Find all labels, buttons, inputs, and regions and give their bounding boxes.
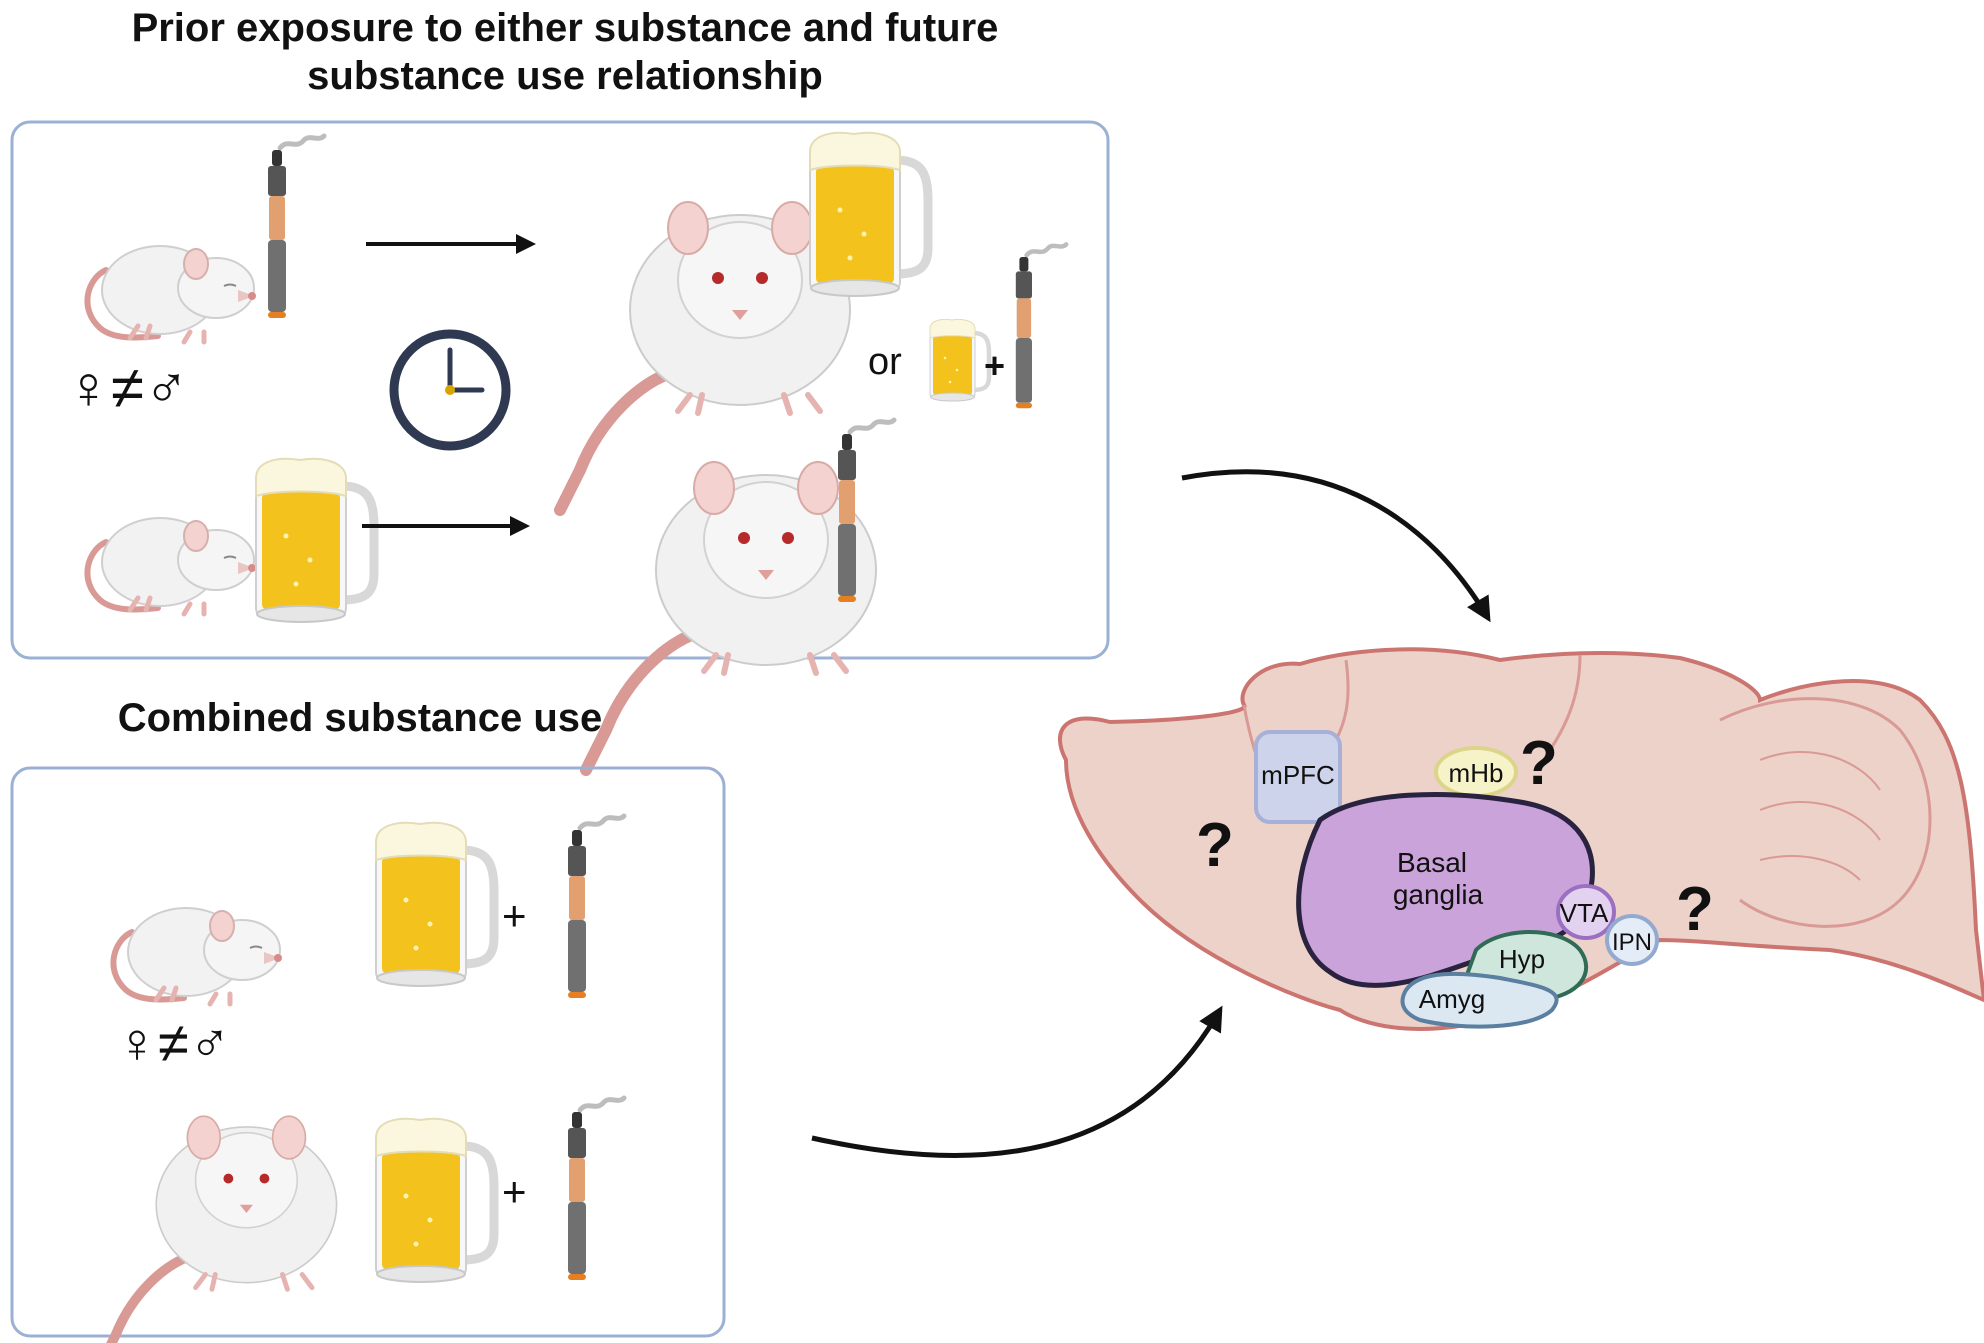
cerebellum [1719,697,1932,928]
combined-use-panel [10,766,726,1338]
clock-icon [389,329,511,451]
beer-mug-icon [810,133,928,296]
young-rat-vape-icon [87,246,256,342]
or-text: or [868,341,902,383]
vta-label: VTA [1560,898,1609,928]
adult-rat-combined-icon [99,1116,337,1343]
beer-mug-icon-2 [256,459,374,622]
plus-symbol: + [984,345,1005,386]
prior-exposure-title: Prior exposure to either substance and f… [131,6,999,98]
mpfc-label: mPFC [1261,760,1335,790]
combined-use-title: Combined substance use [117,696,603,740]
basal-ganglia-label-line2: ganglia [1393,879,1484,910]
amygdala-label: Amyg [1419,984,1485,1014]
basal-ganglia-label-line1: Basal [1397,847,1467,878]
vape-icon-3 [568,816,624,998]
small-beer-icon [930,319,989,401]
sex-difference-symbol-2: ♀≠♂ [116,1011,231,1074]
adult-rat-vape-icon [586,462,876,770]
mhb-label: mHb [1449,758,1504,788]
plus-symbol-3: + [502,1168,527,1215]
vape-icon [268,136,324,318]
question-mark-2: ? [1520,729,1558,798]
young-rat-alcohol-icon [87,518,256,614]
ipn-label: IPN [1612,929,1652,956]
arrow-prior-to-brain [1181,469,1491,623]
vape-icon-4 [568,1098,624,1280]
vta-region [1556,884,1616,940]
plus-symbol-2: + [502,892,527,939]
amygdala-region [1400,971,1559,1029]
question-mark-3: ? [1676,875,1714,944]
beer-mug-icon-4 [376,1119,494,1282]
ipn-region [1605,914,1659,966]
small-vape-icon [1016,244,1066,408]
brain-sagittal: mPFC mHb Basal ganglia VTA IPN Hyp Amyg … [1057,647,1984,1031]
sex-difference-symbol: ♀≠♂ [66,354,189,421]
question-mark-1: ? [1196,811,1234,880]
young-rat-combined-icon [113,908,282,1004]
mpfc-region [1254,730,1342,824]
beer-mug-icon-3 [376,823,494,986]
prior-exposure-panel [10,120,1110,660]
arrow-combined-to-brain [811,1005,1223,1158]
hypothalamus-label: Hyp [1499,944,1545,974]
